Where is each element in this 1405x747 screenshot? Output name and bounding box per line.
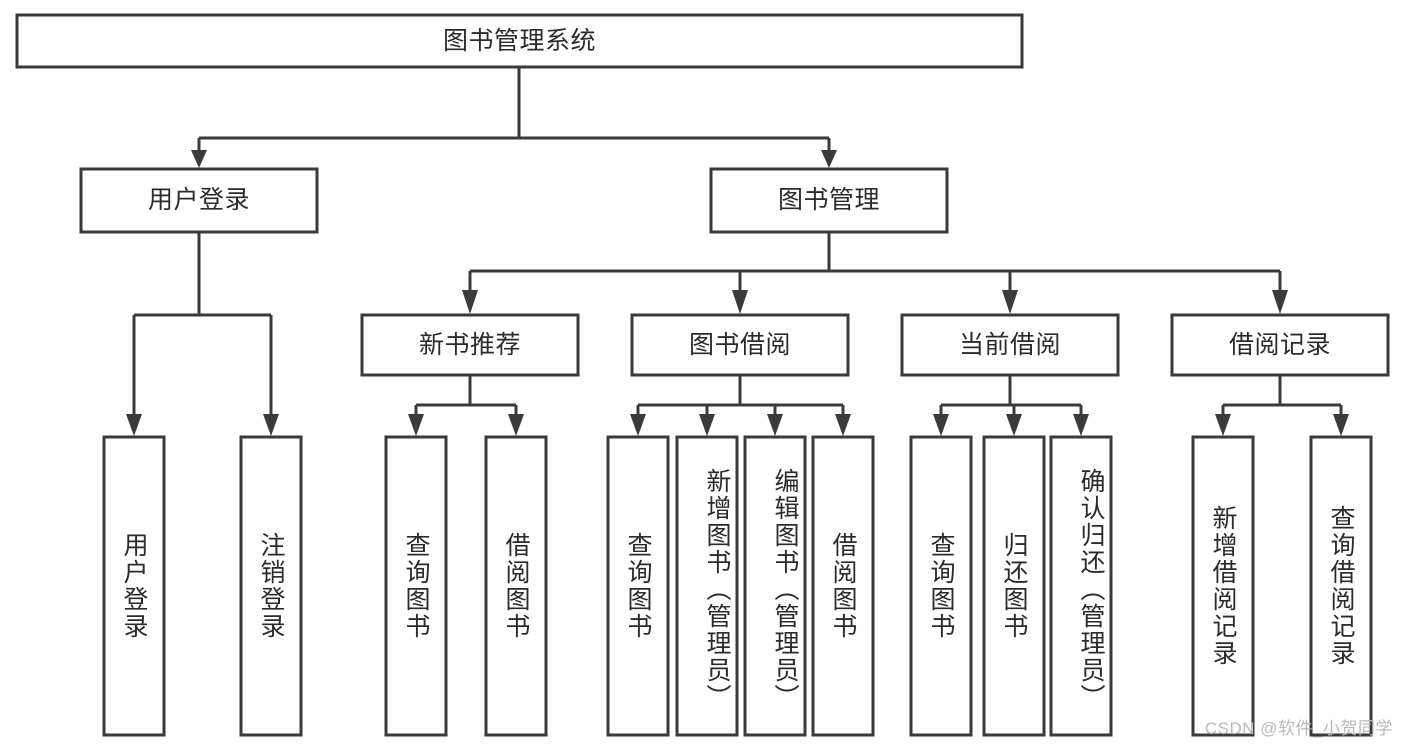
node-box-leaf-return-book[interactable]: [982, 435, 1046, 737]
node-box-leaf-query-book-1[interactable]: [384, 435, 448, 737]
node-box-leaf-query-book-2[interactable]: [606, 435, 670, 737]
node-box-leaf-query-record[interactable]: [1309, 435, 1373, 737]
node-box-leaf-add-book[interactable]: [675, 435, 739, 737]
arrowhead-leaf-edit-book: [767, 414, 783, 436]
node-box-leaf-confirm-return[interactable]: [1049, 435, 1113, 737]
arrowhead-leaf-query-record: [1333, 414, 1349, 436]
node-box-user-login[interactable]: [79, 167, 319, 234]
node-box-leaf-add-record[interactable]: [1191, 435, 1255, 737]
arrowhead-new-book-recommend: [462, 290, 478, 314]
arrowhead-leaf-query-book-2: [630, 414, 646, 436]
node-box-borrow-record[interactable]: [1170, 313, 1390, 377]
arrowhead-leaf-borrow-book-2: [835, 414, 851, 436]
arrowhead-book-manage: [821, 150, 837, 168]
arrowhead-leaf-logout: [263, 414, 279, 436]
node-box-leaf-user-login[interactable]: [102, 435, 166, 737]
arrowhead-book-borrow: [732, 290, 748, 314]
watermark-text: CSDN @软件_小贺同学: [1204, 719, 1393, 738]
arrowhead-leaf-confirm-return: [1073, 414, 1089, 436]
arrowhead-borrow-record: [1272, 290, 1288, 314]
node-box-leaf-logout[interactable]: [239, 435, 303, 737]
arrowhead-leaf-query-book-1: [408, 414, 424, 436]
arrowhead-leaf-return-book: [1006, 414, 1022, 436]
arrowhead-leaf-add-record: [1215, 414, 1231, 436]
node-box-current-borrow[interactable]: [900, 313, 1120, 377]
arrowhead-leaf-borrow-book-1: [508, 414, 524, 436]
node-box-new-book-recommend[interactable]: [360, 313, 580, 377]
node-box-book-borrow[interactable]: [630, 313, 850, 377]
arrowhead-leaf-add-book: [699, 414, 715, 436]
node-box-leaf-query-book-3[interactable]: [909, 435, 973, 737]
node-box-leaf-borrow-book-1[interactable]: [484, 435, 548, 737]
node-box-book-manage[interactable]: [709, 167, 949, 234]
box-group: [15, 13, 1390, 737]
arrowhead-user-login: [191, 150, 207, 168]
arrowhead-current-borrow: [1002, 290, 1018, 314]
node-box-root[interactable]: [15, 13, 1024, 69]
node-box-leaf-borrow-book-2[interactable]: [811, 435, 875, 737]
node-box-leaf-edit-book[interactable]: [743, 435, 807, 737]
connector-group: [126, 67, 1349, 436]
arrowhead-leaf-query-book-3: [933, 414, 949, 436]
arrowhead-leaf-user-login: [126, 414, 142, 436]
